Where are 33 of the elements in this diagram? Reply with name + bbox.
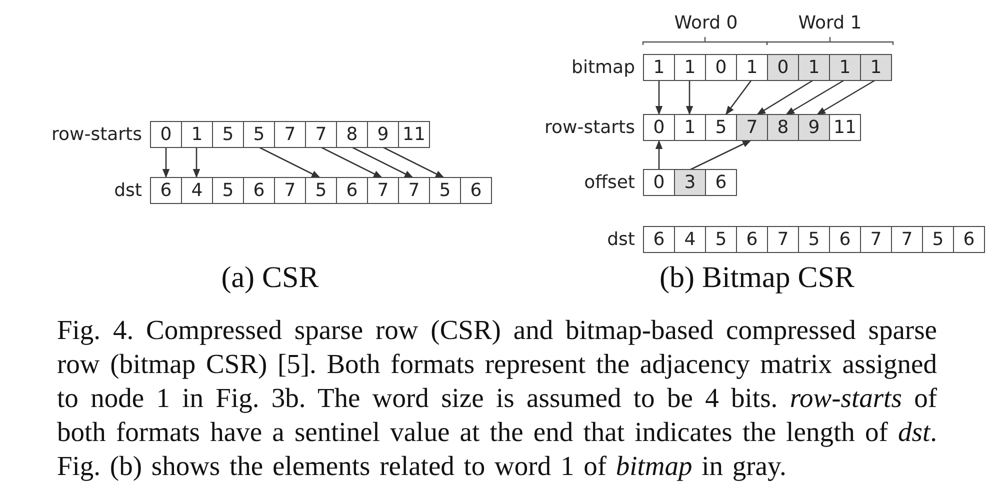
- array-cell: 1: [829, 55, 860, 80]
- subfigure-caption: (b) Bitmap CSR: [660, 261, 854, 295]
- array-label: bitmap: [572, 56, 635, 80]
- arrow: [724, 80, 752, 116]
- array-label: dst: [114, 179, 142, 203]
- arrow: [686, 80, 694, 115]
- array-cell: 1: [798, 55, 829, 80]
- word-label: Word 1: [798, 12, 862, 34]
- figure-caption: Fig. 4. Compressed sparse row (CSR) and bitmap-based compressed sparse row (bitmap CSR) [5]. Both formats represent the adjacency matrix assigned to node 1 in Fig. 3b. The word size is assumed to be 4 bits. row-starts of both formats have a sentinel value at the end that indicates the length of dst. Fig. (b) shows the elements related to word 1 of bitmap in gray.: [57, 313, 937, 483]
- arrow: [192, 147, 200, 178]
- array-cell: 1: [860, 55, 891, 80]
- subfigure-caption: (a) CSR: [221, 261, 319, 295]
- arrow: [689, 139, 752, 171]
- array-cell: 0: [767, 55, 798, 80]
- arrow: [351, 146, 414, 179]
- array-cell: 9: [798, 115, 829, 140]
- array-cell: 7: [736, 115, 767, 140]
- word-label: Word 0: [674, 12, 738, 34]
- array-label: row-starts: [544, 116, 635, 140]
- array-label: dst: [607, 228, 635, 252]
- arrow: [756, 79, 814, 116]
- array-cell: 8: [767, 115, 798, 140]
- array-cell: 3: [674, 170, 705, 195]
- array-label: row-starts: [51, 123, 142, 147]
- arrow: [655, 140, 663, 170]
- arrow: [785, 79, 845, 116]
- arrow: [320, 146, 383, 179]
- arrow: [382, 146, 445, 179]
- arrow: [816, 79, 876, 116]
- array-label: offset: [584, 171, 635, 195]
- arrow: [655, 80, 663, 115]
- arrow: [258, 146, 321, 179]
- arrow: [162, 147, 170, 178]
